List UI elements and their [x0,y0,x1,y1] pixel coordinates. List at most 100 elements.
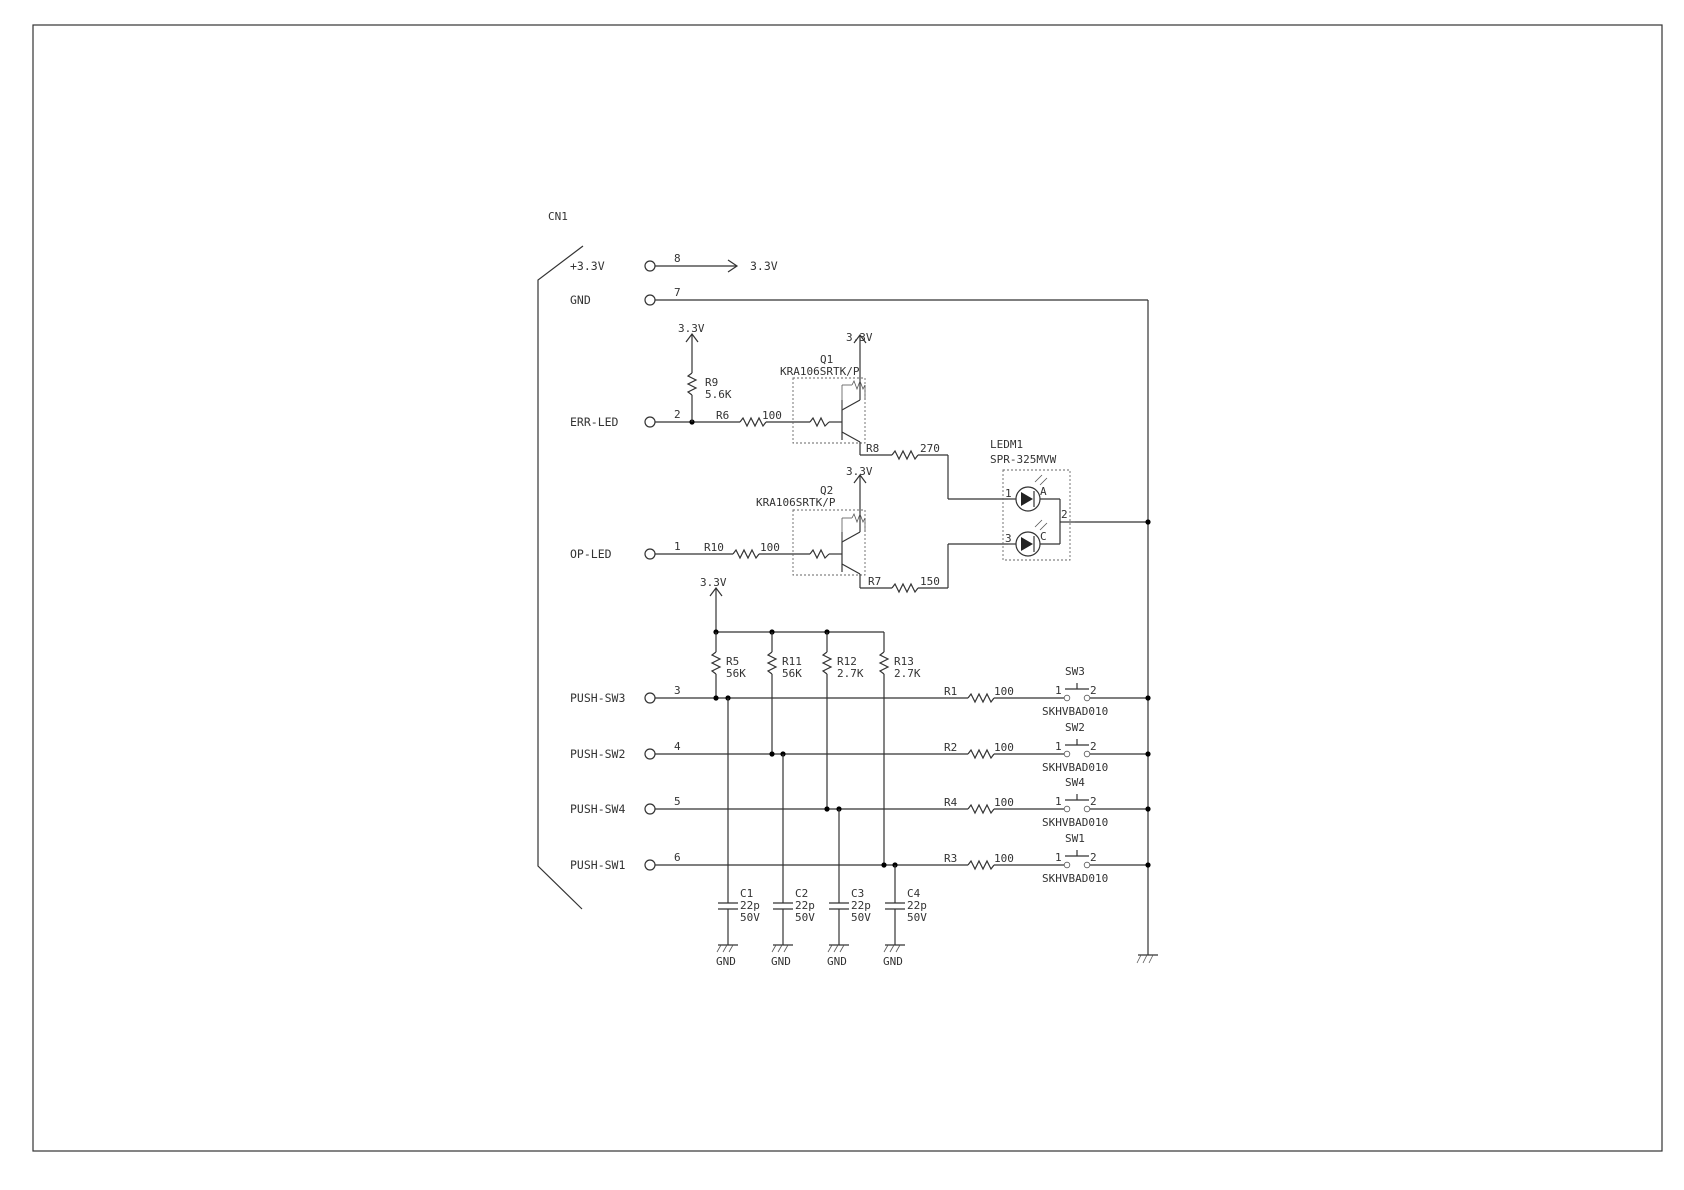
resistor-r6 [739,416,767,428]
sheet-border [32,24,1663,1152]
pin-label-gnd: GND [570,293,591,307]
pullup-supply: 3.3V [700,576,884,635]
ref-r3: R3 [944,852,957,865]
switch-sw3: SW3 1 2 SKHVBAD010 [1042,665,1151,718]
net-label-33v: 3.3V [846,465,873,478]
pin-terminal [644,803,656,815]
pin-terminal [644,260,656,272]
ref-r5: R5 [726,655,739,668]
pin-number: 7 [674,286,681,299]
capacitor-c3: C3 22p 50V GND [827,809,871,968]
part-sw2: SKHVBAD010 [1042,761,1108,774]
pin-terminal [644,748,656,760]
resistor-r7 [891,582,919,594]
volt-c3: 50V [851,911,871,924]
transistor-q2: Q2 KRA106SRTK/P 3.3V [756,465,873,588]
ref-r11: R11 [782,655,802,668]
ref-c4: C4 [907,887,921,900]
net-label-33v: 3.3V [678,322,705,335]
ref-q1: Q1 [820,353,833,366]
sw-pin-2: 2 [1090,795,1097,808]
value-r1: 100 [994,685,1014,698]
pin-label-push-sw2: PUSH-SW2 [570,747,625,761]
part-sw3: SKHVBAD010 [1042,705,1108,718]
volt-c4: 50V [907,911,927,924]
pin-terminal [644,294,656,306]
ref-r10: R10 [704,541,724,554]
value-c4: 22p [907,899,927,912]
capacitor-c2: C2 22p 50V GND [771,754,815,968]
transistor-q1: Q1 KRA106SRTK/P 3.3V [780,331,873,455]
ref-r4: R4 [944,796,958,809]
pin-number: 5 [674,795,681,808]
part-q2: KRA106SRTK/P [756,496,836,509]
pin-terminal [644,416,656,428]
pin-number: 4 [674,740,681,753]
pin-number: 8 [674,252,681,265]
ground-symbol [1136,954,1158,964]
resistor-r2 [967,748,995,760]
value-r13: 2.7K [894,667,921,680]
value-c1: 22p [740,899,760,912]
resistor-r4 [967,803,995,815]
ref-c2: C2 [795,887,808,900]
capacitor-c4: C4 22p 50V GND [883,865,927,968]
sw-pin-1: 1 [1055,795,1062,808]
pin-terminal [644,548,656,560]
ref-c3: C3 [851,887,864,900]
pin-terminal [644,859,656,871]
led-label-a: A [1040,485,1047,498]
resistor-r8 [891,449,919,461]
pin-row-op-led: OP-LED 1 R10 100 [570,540,810,561]
led-pin-2: 2 [1061,508,1068,521]
resistor-r10 [732,548,760,560]
value-r8: 270 [920,442,940,455]
capacitor-c1: C1 22p 50V GND [716,698,760,968]
value-r2: 100 [994,741,1014,754]
pin-row-gnd: GND 7 [570,286,1158,964]
resistor-r12: R12 2.7K [821,632,864,809]
net-label-33v: 3.3V [846,331,873,344]
ref-r12: R12 [837,655,857,668]
led-module-ledm1: LEDM1 SPR-325MVW 1 3 2 A C [990,438,1151,561]
pin-row-push-sw1: PUSH-SW1 6 R3 100 [570,851,1064,872]
value-c2: 22p [795,899,815,912]
pin-row-push-sw3: PUSH-SW3 3 R1 100 [570,684,1064,705]
sw-pin-2: 2 [1090,684,1097,697]
resistor-r7-net: R7 150 [860,543,1008,594]
pin-row-33v: +3.3V 8 3.3V [570,252,778,273]
sw-pin-1: 1 [1055,740,1062,753]
pin-terminal [644,692,656,704]
resistor-r1 [967,692,995,704]
sw-pin-1: 1 [1055,851,1062,864]
ref-r7: R7 [868,575,881,588]
part-ledm1: SPR-325MVW [990,453,1057,466]
pin-label-op-led: OP-LED [570,547,612,561]
value-r3: 100 [994,852,1014,865]
switch-sw2: SW2 1 2 SKHVBAD010 [1042,721,1151,774]
led-label-c: C [1040,530,1047,543]
resistor-r3 [967,859,995,871]
resistor-r8-net: R8 270 [860,442,1008,500]
resistor-r5: R5 56K [710,632,746,698]
value-r6: 100 [762,409,782,422]
pin-row-err-led: ERR-LED 2 3.3V R9 5.6K R6 100 [570,322,810,429]
ref-c1: C1 [740,887,753,900]
value-r11: 56K [782,667,802,680]
gnd-label: GND [883,955,903,968]
ref-r13: R13 [894,655,914,668]
pin-label-33v: +3.3V [570,259,605,273]
gnd-label: GND [716,955,736,968]
value-r5: 56K [726,667,746,680]
value-r4: 100 [994,796,1014,809]
sw-pin-1: 1 [1055,684,1062,697]
value-r10: 100 [760,541,780,554]
pin-row-push-sw2: PUSH-SW2 4 R2 100 [570,740,1064,761]
connector-cn1: CN1 [537,210,584,910]
pin-label-push-sw4: PUSH-SW4 [570,802,625,816]
resistor-r9 [686,372,698,396]
value-r7: 150 [920,575,940,588]
led-pin-3: 3 [1005,532,1012,545]
value-r12: 2.7K [837,667,864,680]
ref-r9: R9 [705,376,718,389]
